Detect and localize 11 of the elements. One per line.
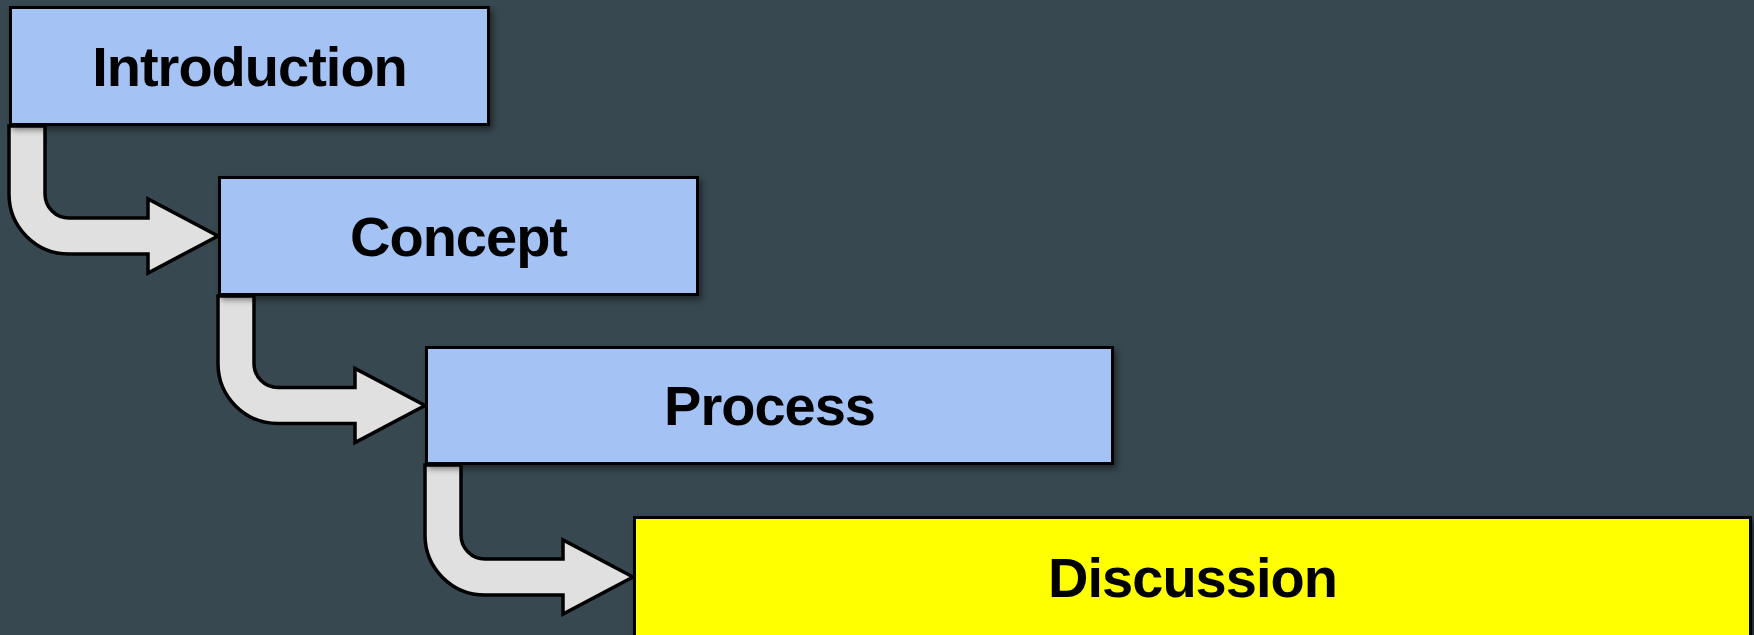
block-arrow <box>216 294 427 445</box>
stage-label: Introduction <box>92 33 407 99</box>
stage-label: Process <box>664 373 875 438</box>
stage-box <box>218 176 699 296</box>
block-arrow <box>423 463 635 616</box>
stage-box <box>425 346 1114 465</box>
stage-box <box>9 6 490 126</box>
stage-label: Discussion <box>1048 544 1337 610</box>
stage-box <box>633 516 1752 635</box>
stage-label: Concept <box>350 203 567 269</box>
block-arrow <box>7 124 220 275</box>
